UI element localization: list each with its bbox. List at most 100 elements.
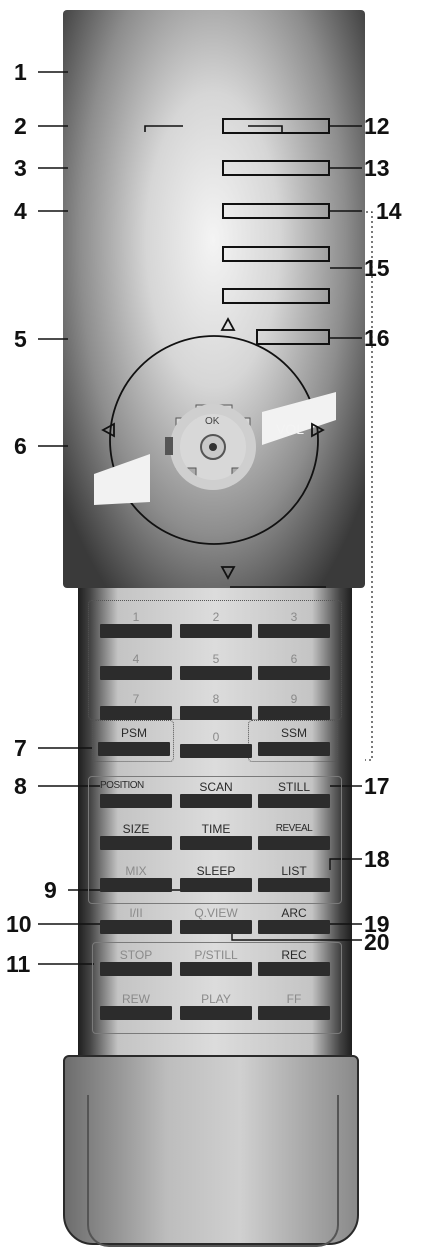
power-bracket-right — [248, 125, 283, 132]
play-label: PLAY — [201, 992, 231, 1006]
key-9[interactable] — [258, 706, 330, 720]
key-1[interactable] — [100, 624, 172, 638]
dpad-left-mark — [165, 437, 173, 455]
rew-button[interactable] — [100, 1006, 172, 1020]
stop-label: STOP — [119, 948, 153, 962]
arc-label: ARC — [281, 906, 307, 920]
key-5[interactable] — [180, 666, 252, 680]
key-4-label: 4 — [132, 652, 140, 666]
ff-label: FF — [286, 992, 302, 1006]
key-8-label: 8 — [212, 692, 220, 706]
size-button[interactable] — [100, 836, 172, 850]
callout-15: 15 — [364, 255, 390, 281]
cover-button-16[interactable] — [256, 329, 330, 345]
callout-3: 3 — [14, 155, 27, 181]
callout-10: 10 — [6, 911, 32, 937]
position-label: POSITION — [100, 780, 144, 791]
rew-label: REW — [122, 992, 150, 1006]
key-7-label: 7 — [132, 692, 140, 706]
vcr-key-group — [92, 942, 342, 1034]
reveal-button[interactable] — [258, 836, 330, 850]
callout-2: 2 — [14, 113, 27, 139]
time-label: TIME — [201, 822, 231, 836]
key-9-label: 9 — [290, 692, 298, 706]
ff-button[interactable] — [258, 1006, 330, 1020]
right-arrow-icon[interactable] — [311, 422, 325, 438]
list-button[interactable] — [258, 878, 330, 892]
reveal-label: REVEAL — [275, 823, 313, 834]
callout-14-dotted — [365, 211, 373, 761]
cover-button-12[interactable] — [222, 118, 330, 134]
up-arrow-icon[interactable] — [220, 317, 236, 331]
key-3-label: 3 — [290, 610, 298, 624]
callout-12: 12 — [364, 113, 390, 139]
ok-label: OK — [205, 416, 220, 427]
pstill-label: P/STILL — [194, 948, 238, 962]
key-1-label: 1 — [132, 610, 140, 624]
pstill-button[interactable] — [180, 962, 252, 976]
cover-button-14[interactable] — [222, 203, 330, 219]
mix-label: MIX — [125, 864, 147, 878]
callout-11: 11 — [6, 951, 31, 977]
cover-button-15b[interactable] — [222, 288, 330, 304]
position-button[interactable] — [100, 794, 172, 808]
key-5-label: 5 — [212, 652, 220, 666]
cover-button-15a[interactable] — [222, 246, 330, 262]
sleep-button[interactable] — [180, 878, 252, 892]
callout-6: 6 — [14, 433, 27, 459]
callout-8: 8 — [14, 773, 27, 799]
callout-4: 4 — [14, 198, 27, 224]
key-2[interactable] — [180, 624, 252, 638]
qview-label: Q.VIEW — [194, 906, 238, 920]
stop-button[interactable] — [100, 962, 172, 976]
ssm-group — [248, 720, 338, 762]
arc-button[interactable] — [258, 920, 330, 934]
callout-19: 19 — [364, 911, 390, 937]
ok-dot — [209, 443, 217, 451]
battery-cover — [87, 1095, 339, 1247]
callout-1: 1 — [14, 59, 27, 85]
callout-14: 14 — [376, 198, 402, 224]
key-8[interactable] — [180, 706, 252, 720]
time-button[interactable] — [180, 836, 252, 850]
vol-label: VOL — [276, 421, 305, 437]
ssm-button[interactable] — [258, 742, 330, 756]
key-2-label: 2 — [212, 610, 220, 624]
callout-9: 9 — [44, 877, 57, 903]
down-arrow-icon[interactable] — [220, 566, 236, 580]
key-7[interactable] — [100, 706, 172, 720]
play-button[interactable] — [180, 1006, 252, 1020]
key-3[interactable] — [258, 624, 330, 638]
list-label: LIST — [281, 864, 307, 878]
cover-button-13[interactable] — [222, 160, 330, 176]
psm-button[interactable] — [98, 742, 170, 756]
power-bracket-left — [144, 125, 183, 132]
rec-label: REC — [281, 948, 307, 962]
callout-5: 5 — [14, 326, 27, 352]
sleep-label: SLEEP — [196, 864, 236, 878]
dpad-band-left — [94, 454, 150, 505]
scan-button[interactable] — [180, 794, 252, 808]
ssm-label: SSM — [280, 726, 307, 740]
left-arrow-icon[interactable] — [101, 422, 115, 438]
key-4[interactable] — [100, 666, 172, 680]
still-button[interactable] — [258, 794, 330, 808]
i-ii-button[interactable] — [100, 920, 172, 934]
i-ii-label: I/II — [129, 906, 143, 920]
callout-17: 17 — [364, 773, 390, 799]
dpad-inner-ring — [170, 404, 256, 490]
dpad-ring[interactable] — [109, 335, 319, 545]
rec-button[interactable] — [258, 962, 330, 976]
teletext-key-group — [88, 776, 342, 904]
remote-battery-end — [63, 1055, 359, 1247]
still-label: STILL — [277, 780, 310, 794]
callout-18: 18 — [364, 846, 390, 872]
key-0[interactable] — [180, 744, 252, 758]
key-6[interactable] — [258, 666, 330, 680]
key-6-label: 6 — [290, 652, 298, 666]
mix-button[interactable] — [100, 878, 172, 892]
qview-button[interactable] — [180, 920, 252, 934]
key-0-label: 0 — [212, 730, 220, 744]
dpad-band-right — [262, 392, 336, 445]
